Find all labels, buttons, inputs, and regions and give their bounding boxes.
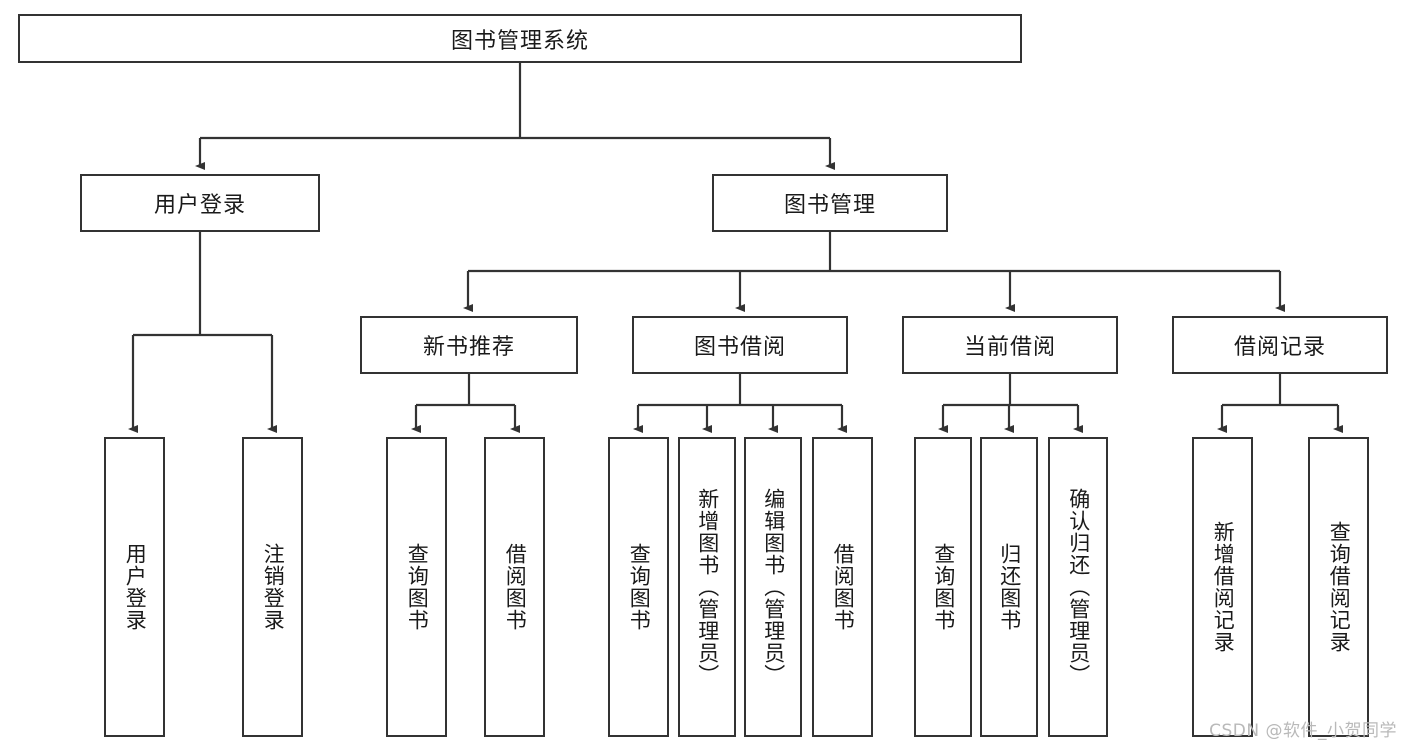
leaf-borrow-book[interactable]: 借阅图书 xyxy=(812,437,873,737)
node-label: 查询图书 xyxy=(405,543,430,631)
node-label: 查询图书 xyxy=(931,543,956,631)
leaf-query-book-current[interactable]: 查询图书 xyxy=(914,437,972,737)
node-user-login[interactable]: 用户登录 xyxy=(80,174,320,232)
node-new-book-recommend[interactable]: 新书推荐 xyxy=(360,316,578,374)
node-book-borrow[interactable]: 图书借阅 xyxy=(632,316,848,374)
node-label: 查询图书 xyxy=(627,543,652,631)
node-label: 查询借阅记录 xyxy=(1327,521,1352,653)
node-label: 编辑图书（管理员） xyxy=(761,488,786,686)
node-label: 注销登录 xyxy=(261,543,286,631)
node-label: 借阅记录 xyxy=(1233,335,1326,360)
leaf-add-borrow-record[interactable]: 新增借阅记录 xyxy=(1192,437,1253,737)
leaf-add-book-admin[interactable]: 新增图书（管理员） xyxy=(678,437,736,737)
leaf-query-book-borrow[interactable]: 查询图书 xyxy=(608,437,669,737)
node-label: 图书管理系统 xyxy=(450,28,589,54)
leaf-edit-book-admin[interactable]: 编辑图书（管理员） xyxy=(744,437,802,737)
node-label: 新增图书（管理员） xyxy=(695,488,720,686)
node-root[interactable]: 图书管理系统 xyxy=(18,14,1022,63)
leaf-query-borrow-record[interactable]: 查询借阅记录 xyxy=(1308,437,1369,737)
node-borrow-records[interactable]: 借阅记录 xyxy=(1172,316,1388,374)
leaf-return-book[interactable]: 归还图书 xyxy=(980,437,1038,737)
node-label: 新增借阅记录 xyxy=(1211,521,1236,653)
leaf-confirm-return-admin[interactable]: 确认归还（管理员） xyxy=(1048,437,1108,737)
node-label: 归还图书 xyxy=(997,543,1022,631)
node-label: 图书借阅 xyxy=(693,335,786,360)
node-label: 当前借阅 xyxy=(963,335,1056,360)
node-current-borrow[interactable]: 当前借阅 xyxy=(902,316,1118,374)
node-label: 用户登录 xyxy=(153,193,246,218)
node-label: 用户登录 xyxy=(123,543,148,631)
leaf-borrow-book-recommend[interactable]: 借阅图书 xyxy=(484,437,545,737)
leaf-logout[interactable]: 注销登录 xyxy=(242,437,303,737)
node-label: 借阅图书 xyxy=(831,543,856,631)
node-label: 新书推荐 xyxy=(422,335,515,360)
leaf-user-login[interactable]: 用户登录 xyxy=(104,437,165,737)
csdn-watermark: CSDN @软件_小贺同学 xyxy=(1209,721,1397,741)
node-book-management[interactable]: 图书管理 xyxy=(712,174,948,232)
node-label: 确认归还（管理员） xyxy=(1066,488,1091,686)
leaf-query-book-recommend[interactable]: 查询图书 xyxy=(386,437,447,737)
node-label: 图书管理 xyxy=(783,193,876,218)
node-label: 借阅图书 xyxy=(503,543,528,631)
